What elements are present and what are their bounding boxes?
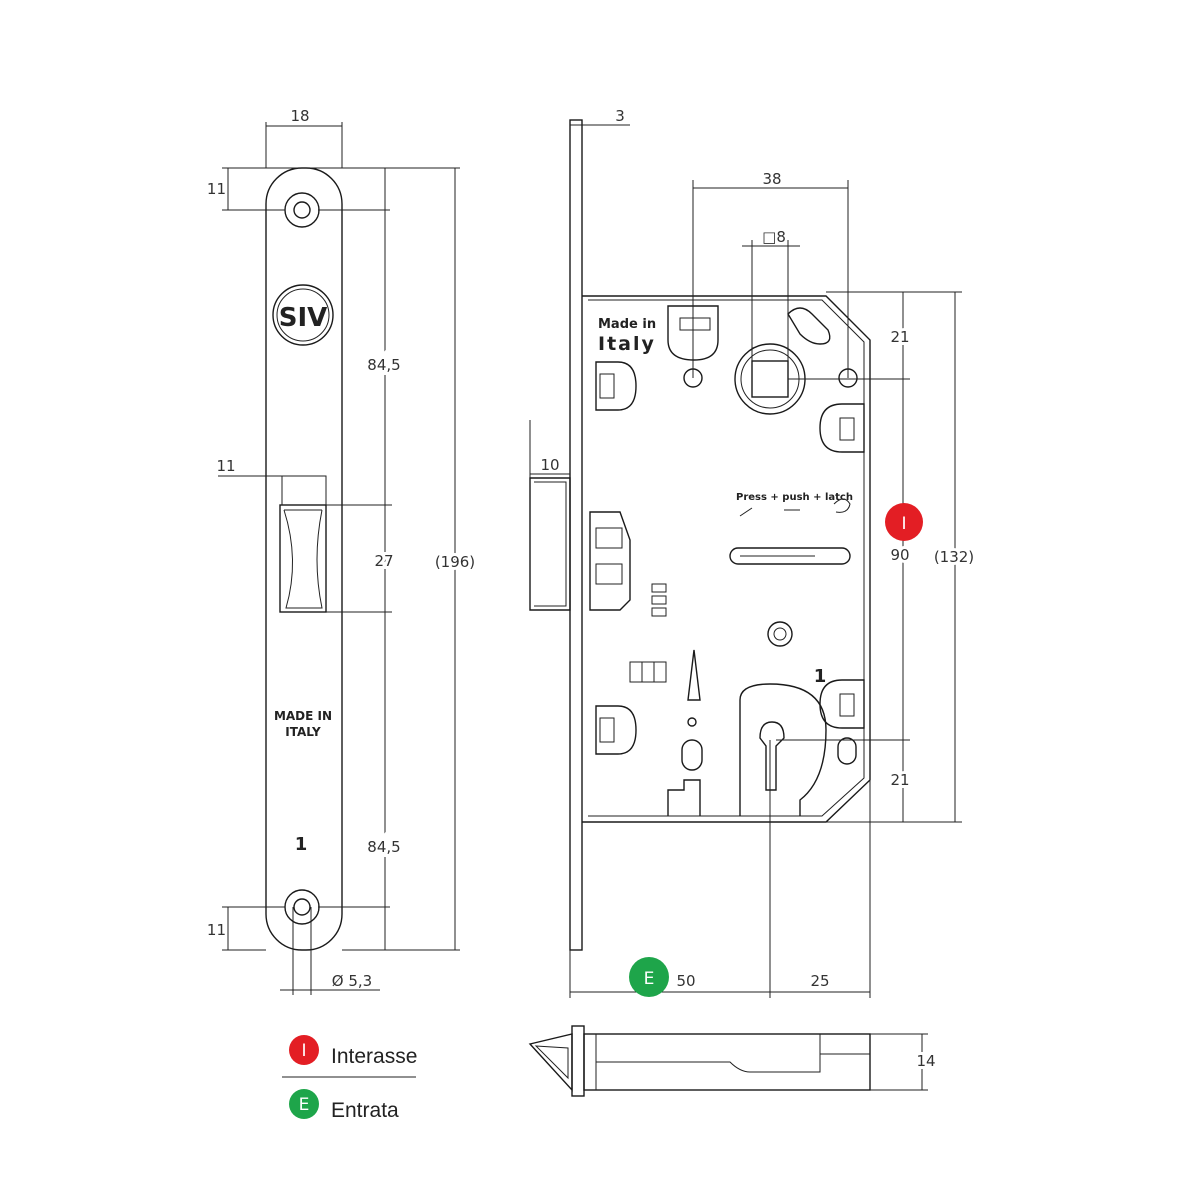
latch-top-faceplate xyxy=(571,1025,585,1097)
legend-interasse-label: Interasse xyxy=(331,1045,417,1068)
italy-label: ITALY xyxy=(285,725,321,739)
made-in-label: MADE IN xyxy=(274,709,332,723)
front-number: 1 xyxy=(295,834,308,855)
interasse-legend-dot xyxy=(289,1035,319,1065)
bottom-clip xyxy=(667,779,701,816)
interasse-badge: I xyxy=(885,503,923,541)
side-view: Made in Italy Press + push + latch xyxy=(529,119,871,951)
bottom-screw-hole xyxy=(284,889,320,925)
lower-slot xyxy=(681,739,703,771)
dim-upper-span: 84,5 xyxy=(367,356,400,374)
pivot-screw xyxy=(767,621,793,647)
side-made-in: Made in xyxy=(598,317,656,332)
small-parts xyxy=(629,583,667,683)
entrata-badge: E xyxy=(629,957,669,997)
svg-text:I: I xyxy=(901,514,906,534)
left-tab-lower xyxy=(595,705,637,755)
right-tab-lower xyxy=(819,679,865,729)
dim-body-height: (132) xyxy=(934,548,974,566)
legend-entrata-label: Entrata xyxy=(331,1099,399,1122)
side-italy: Italy xyxy=(598,333,656,355)
front-view: SIV MADE IN ITALY 1 xyxy=(265,167,343,951)
cylinder-housing xyxy=(739,683,827,816)
side-faceplate xyxy=(569,119,583,951)
lever xyxy=(687,649,701,701)
latch-top-view: 14 xyxy=(528,1025,939,1097)
side-dimensions: 3 38 □8 10 21 90 (132) 21 50 25 xyxy=(529,107,977,998)
front-dimensions: 18 11 84,5 11 27 84,5 (196) 11 Ø 5,3 xyxy=(207,107,478,995)
dim-width: 18 xyxy=(290,107,309,125)
left-tab-upper xyxy=(595,361,637,411)
dim-thickness: 14 xyxy=(916,1052,935,1070)
dim-bottom-hole: 11 xyxy=(207,921,226,939)
dim-top-offset: 21 xyxy=(890,328,909,346)
legend: I Interasse E Entrata xyxy=(282,1035,417,1122)
dim-hole-diameter: Ø 5,3 xyxy=(332,972,372,990)
dim-latch-projection: 10 xyxy=(540,456,559,474)
top-tab xyxy=(667,305,719,361)
spindle-square xyxy=(751,360,789,398)
legend-item-interasse: I Interasse xyxy=(289,1035,417,1068)
dim-interasse: 90 xyxy=(890,546,909,564)
latch-body xyxy=(583,1033,871,1091)
latch-tip xyxy=(528,1033,573,1092)
guide-slot xyxy=(729,547,851,565)
right-tab-upper xyxy=(819,403,865,453)
dim-lower-span: 84,5 xyxy=(367,838,400,856)
dim-total: (196) xyxy=(435,553,475,571)
entrata-legend-dot xyxy=(289,1089,319,1119)
keyhole xyxy=(759,721,785,791)
latch-mechanism xyxy=(589,511,631,611)
siv-logo: SIV xyxy=(272,284,334,346)
top-screw-hole xyxy=(284,192,320,228)
svg-text:I: I xyxy=(301,1041,306,1061)
latch-window xyxy=(279,504,327,613)
legend-item-entrata: E Entrata xyxy=(289,1089,399,1122)
dim-faceplate: 3 xyxy=(615,107,625,125)
dim-bottom-offset: 21 xyxy=(890,771,909,789)
svg-text:E: E xyxy=(299,1095,310,1115)
dim-back: 25 xyxy=(810,972,829,990)
top-slot xyxy=(787,307,831,345)
brand-mark: SIV xyxy=(279,303,328,333)
dim-backset: 50 xyxy=(676,972,695,990)
dim-latch-height: 27 xyxy=(374,552,393,570)
side-number: 1 xyxy=(814,666,827,687)
svg-text:E: E xyxy=(644,969,655,989)
dim-top-hole: 11 xyxy=(207,180,226,198)
dim-square: □8 xyxy=(762,228,786,246)
dim-latch-offset: 11 xyxy=(216,457,235,475)
latch-bolt xyxy=(529,477,571,611)
lock-case xyxy=(582,295,871,823)
dim-spindle-span: 38 xyxy=(762,170,781,188)
press-text: Press + push + latch xyxy=(736,492,853,503)
